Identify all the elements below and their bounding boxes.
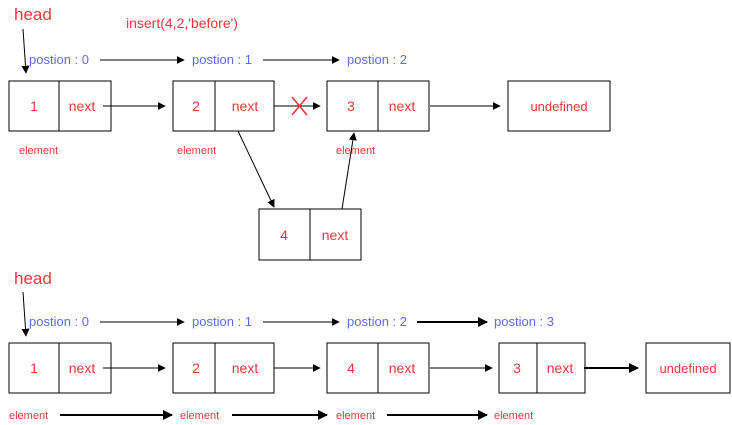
end-node: undefined <box>507 80 611 132</box>
list-node: 1 next <box>8 342 112 394</box>
head-arrow <box>21 291 30 337</box>
after-section: head postion : 0 postion : 1 postion : 2… <box>8 269 731 422</box>
node-next: next <box>389 360 416 376</box>
node-value: 4 <box>280 227 288 243</box>
end-label: undefined <box>530 99 587 114</box>
element-label: element <box>336 145 375 157</box>
position-label: postion : 0 <box>29 314 89 329</box>
node-next: next <box>69 98 96 114</box>
node-next: next <box>389 98 416 114</box>
list-node: 1 next <box>8 80 112 132</box>
operation-label: insert(4,2,'before') <box>126 15 238 31</box>
node-next: next <box>69 360 96 376</box>
node-value: 2 <box>192 98 200 114</box>
position-label: postion : 1 <box>192 52 252 67</box>
element-label: element <box>336 410 375 422</box>
link-arrow-from-new <box>341 132 357 210</box>
element-label: element <box>180 410 219 422</box>
new-list-node: 4 next <box>258 208 362 261</box>
element-label: element <box>494 410 533 422</box>
node-value: 3 <box>347 98 355 114</box>
element-label: element <box>177 145 216 157</box>
node-next: next <box>547 360 574 376</box>
node-value: 4 <box>347 360 355 376</box>
node-value: 2 <box>192 360 200 376</box>
list-node: 2 next <box>172 342 275 394</box>
node-next: next <box>322 227 349 243</box>
element-label: element <box>19 145 58 157</box>
list-node: 4 next <box>326 342 430 394</box>
position-label: postion : 2 <box>347 314 407 329</box>
list-node: 2 next <box>172 80 275 132</box>
removed-link-mark <box>291 96 308 116</box>
end-node: undefined <box>645 342 731 394</box>
node-value: 3 <box>513 360 521 376</box>
position-label: postion : 1 <box>192 314 252 329</box>
link-arrow-to-new <box>237 130 275 208</box>
node-next: next <box>232 98 259 114</box>
node-next: next <box>232 360 259 376</box>
head-label: head <box>14 5 52 24</box>
before-section: head insert(4,2,'before') postion : 0 po… <box>8 5 611 261</box>
element-label: element <box>9 410 48 422</box>
node-value: 1 <box>30 98 38 114</box>
node-value: 1 <box>30 360 38 376</box>
position-label: postion : 2 <box>347 52 407 67</box>
head-label: head <box>14 269 52 288</box>
position-label: postion : 3 <box>494 314 554 329</box>
position-label: postion : 0 <box>29 52 89 67</box>
list-node: 3 next <box>326 80 430 132</box>
end-label: undefined <box>659 361 716 376</box>
head-arrow <box>21 28 30 74</box>
list-node: 3 next <box>498 342 586 394</box>
